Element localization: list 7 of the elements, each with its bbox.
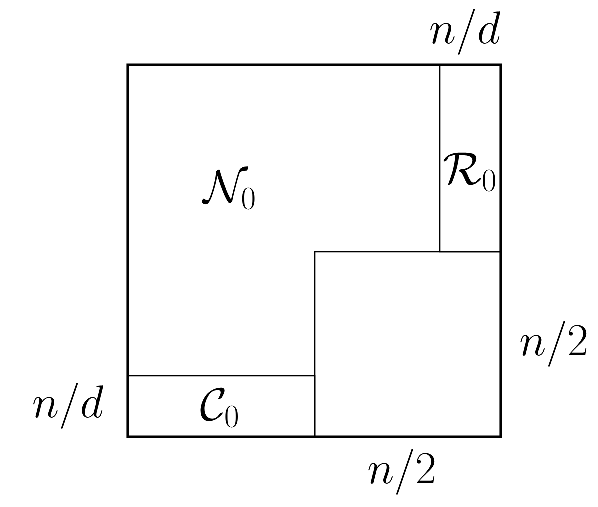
dimension-label: $n/2$	[520, 321, 587, 367]
dimension-label: $n/d$	[430, 9, 501, 55]
dimension-label: $n/2$	[368, 449, 435, 495]
square-box	[314, 251, 502, 438]
region-box: $\mathcal{C}_0$	[127, 375, 316, 438]
region-box: $\mathcal{R}_0$	[439, 64, 502, 253]
dimension-label: $n/d$	[34, 383, 104, 429]
